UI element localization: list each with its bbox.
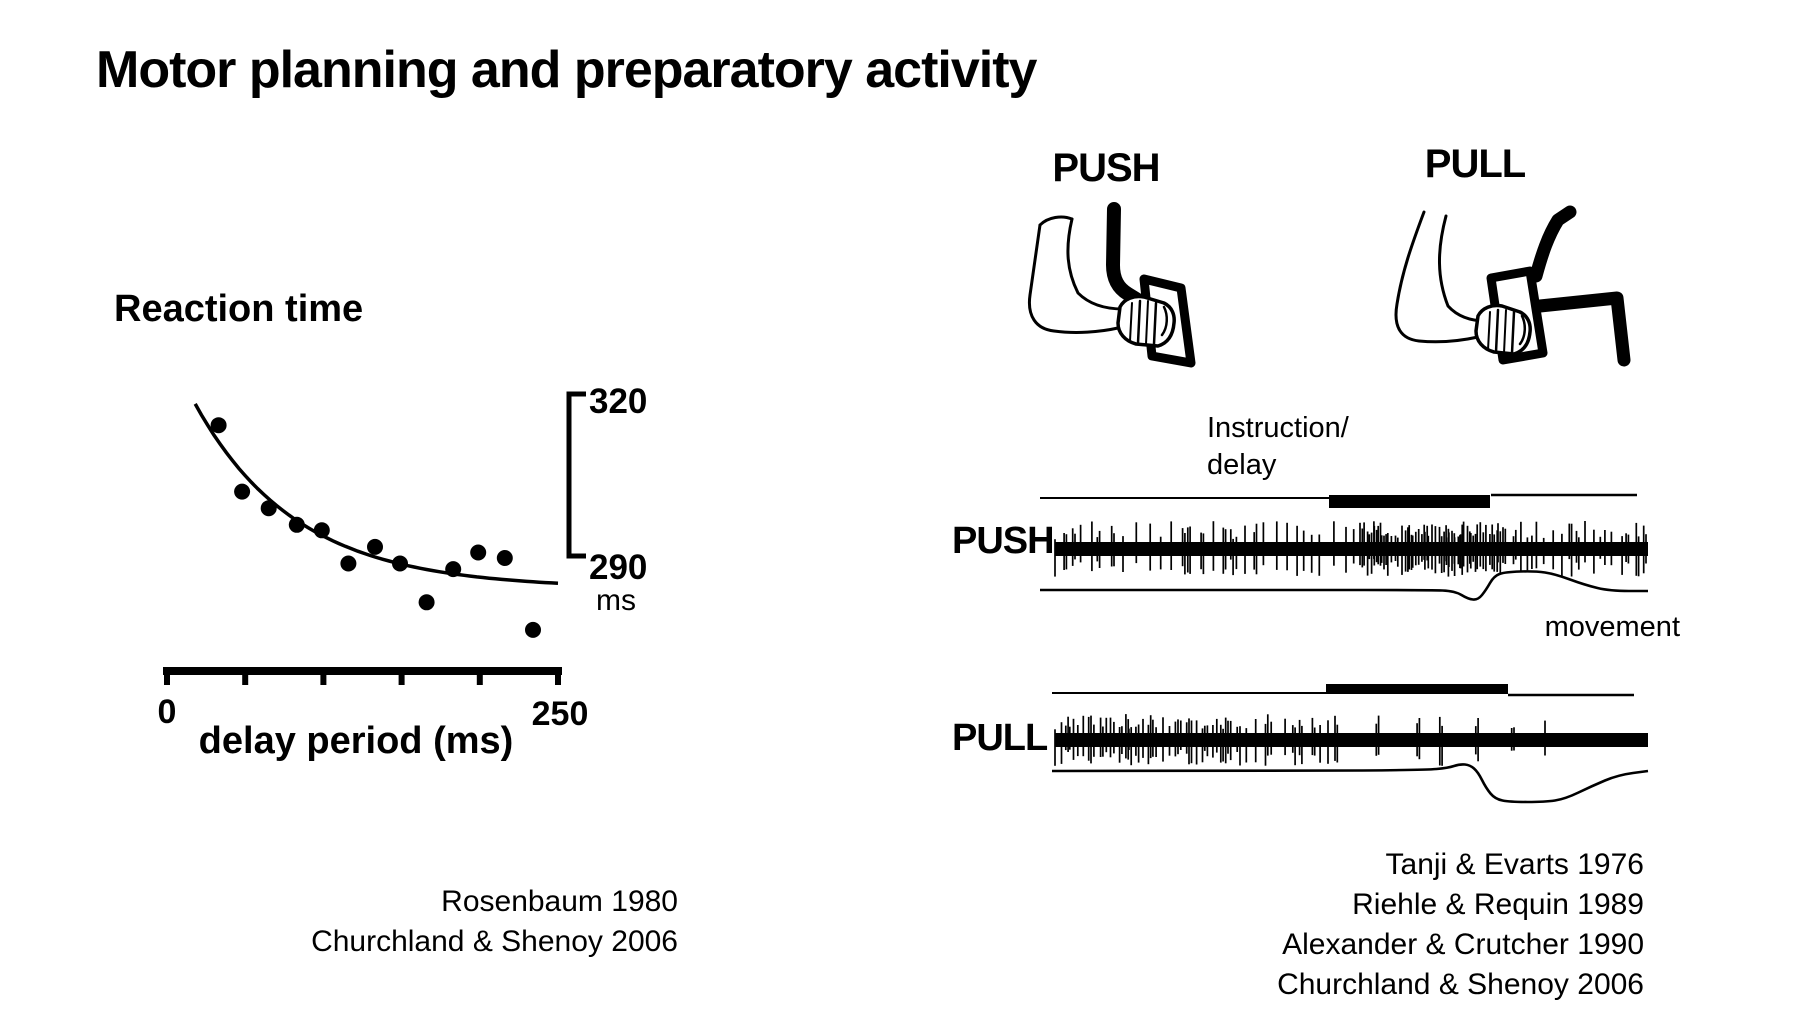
x-tick-label-250: 250 bbox=[531, 695, 589, 733]
pull-movement-trace bbox=[1051, 763, 1649, 804]
y-scale-bracket bbox=[566, 391, 586, 559]
y-bracket-bottom-label: 290 bbox=[589, 548, 648, 587]
data-point bbox=[340, 555, 357, 572]
push-spike-train bbox=[1054, 521, 1647, 577]
pull-spike-train bbox=[1054, 714, 1546, 766]
finger-hatch-icon bbox=[1145, 300, 1149, 345]
pull-arm-illustration bbox=[1394, 205, 1631, 367]
data-point bbox=[288, 516, 305, 533]
right-citations: Tanji & Evarts 1976 Riehle & Requin 1989… bbox=[1240, 845, 1644, 1005]
neural-traces-figure bbox=[1040, 493, 1649, 804]
data-point bbox=[392, 555, 408, 572]
data-point bbox=[210, 417, 227, 434]
push-arm-illustration bbox=[1027, 202, 1196, 368]
push-trace-label: PUSH bbox=[952, 520, 1055, 562]
finger-hatch-icon bbox=[1503, 309, 1507, 354]
push-handle-post-icon bbox=[1106, 202, 1148, 309]
instruction-label-line2: delay bbox=[1207, 449, 1277, 481]
fit-curve bbox=[193, 403, 559, 585]
pull-handle-rod-icon bbox=[1533, 291, 1631, 367]
finger-hatch-icon bbox=[1129, 302, 1133, 342]
arm-outline-icon bbox=[1438, 214, 1488, 323]
data-point bbox=[525, 621, 541, 638]
arm-outline-icon bbox=[1394, 210, 1480, 344]
x-axis-ticks bbox=[164, 671, 561, 685]
push-trace-row bbox=[1040, 493, 1648, 601]
citation-line: Tanji & Evarts 1976 bbox=[1385, 848, 1644, 881]
citation-line: Alexander & Crutcher 1990 bbox=[1282, 928, 1644, 961]
instruction-label-line1: Instruction/ bbox=[1207, 412, 1349, 444]
data-point bbox=[313, 522, 330, 539]
citation-line: Rosenbaum 1980 bbox=[441, 885, 678, 918]
finger-hatch-icon bbox=[1487, 311, 1491, 351]
y-bracket-top-label: 320 bbox=[589, 382, 648, 421]
x-tick-label-0: 0 bbox=[157, 693, 177, 731]
movement-label: movement bbox=[1544, 611, 1680, 643]
fist-icon bbox=[1474, 303, 1532, 356]
push-spike-band bbox=[1055, 542, 1648, 556]
left-citations: Rosenbaum 1980 Churchland & Shenoy 2006 bbox=[278, 882, 678, 962]
reaction-time-heading: Reaction time bbox=[114, 288, 364, 330]
finger-hatch-icon bbox=[1136, 299, 1142, 345]
pull-trace-label: PULL bbox=[952, 717, 1048, 759]
scatter-points bbox=[210, 417, 541, 638]
data-point bbox=[260, 500, 277, 517]
data-point bbox=[496, 550, 513, 566]
instruction-delay-label: Instruction/ delay bbox=[1207, 410, 1349, 484]
finger-hatch-icon bbox=[1494, 308, 1500, 354]
pull-instruction-bar bbox=[1326, 684, 1508, 694]
pull-trace-row bbox=[1051, 684, 1649, 804]
finger-hatch-icon bbox=[1510, 310, 1516, 355]
pull-header: PULL bbox=[1424, 142, 1526, 186]
thumb-icon bbox=[1518, 314, 1526, 346]
arm-outline-icon bbox=[1027, 223, 1120, 334]
finger-hatch-icon bbox=[1152, 301, 1158, 346]
y-unit-label: ms bbox=[596, 584, 636, 617]
slide-title: Motor planning and preparatory activity bbox=[96, 41, 1037, 99]
push-instruction-bar bbox=[1329, 495, 1490, 508]
push-movement-trace bbox=[1040, 570, 1648, 601]
pull-handle-post-icon bbox=[1529, 205, 1577, 283]
arm-outline-icon bbox=[1038, 215, 1074, 227]
data-point bbox=[367, 538, 383, 555]
citation-line: Riehle & Requin 1989 bbox=[1352, 888, 1644, 921]
push-header: PUSH bbox=[1052, 146, 1160, 190]
data-point bbox=[234, 483, 251, 500]
pull-spike-band bbox=[1055, 733, 1648, 747]
reaction-time-chart bbox=[163, 391, 586, 685]
citation-line: Churchland & Shenoy 2006 bbox=[311, 925, 678, 958]
x-axis-label: delay period (ms) bbox=[198, 720, 514, 762]
arm-outline-icon bbox=[1066, 217, 1125, 311]
thumb-icon bbox=[1160, 305, 1168, 337]
data-point bbox=[445, 561, 462, 578]
citation-line: Churchland & Shenoy 2006 bbox=[1277, 968, 1644, 1001]
data-point bbox=[418, 594, 435, 611]
data-point bbox=[470, 544, 487, 561]
